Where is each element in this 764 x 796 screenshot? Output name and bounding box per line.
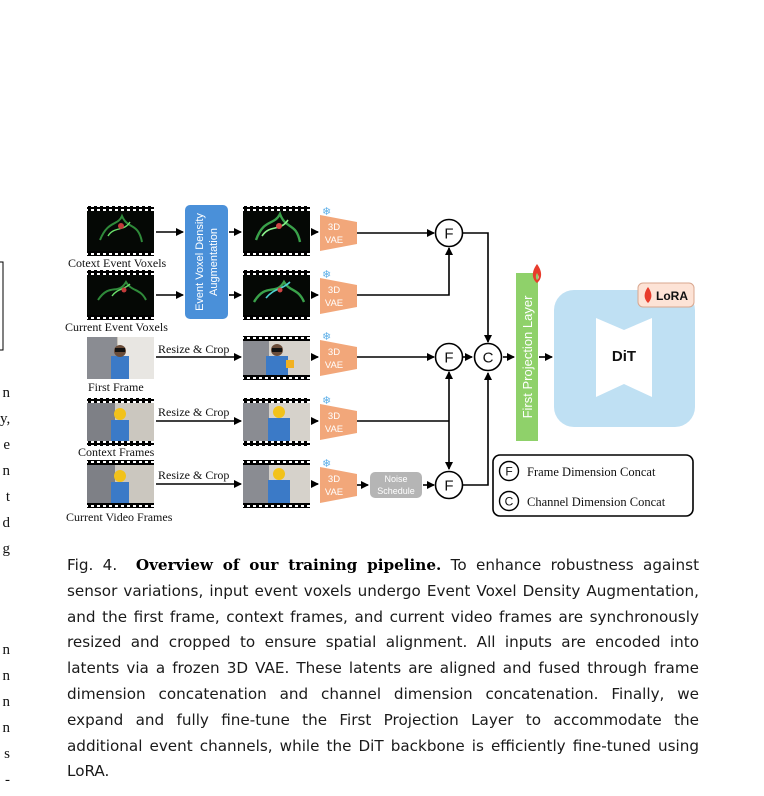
augmentation-label-line1: Event Voxel Density	[194, 213, 206, 311]
fragment: g	[2, 541, 11, 557]
frozen-snowflake-icon: ❄	[322, 394, 331, 407]
vae-block-2: 3D VAE ❄	[320, 268, 357, 314]
augmented-current-event-thumbnail	[243, 270, 310, 320]
first-frame-thumbnail	[87, 337, 154, 379]
svg-text:F: F	[444, 478, 453, 495]
frame-concat-node-3: F	[434, 470, 464, 500]
svg-text:VAE: VAE	[325, 235, 343, 246]
svg-text:VAE: VAE	[325, 487, 343, 498]
fragment: n	[2, 694, 11, 710]
svg-text:LoRA: LoRA	[656, 289, 688, 303]
dit-hourglass-shape	[596, 318, 652, 397]
trainable-flame-icon	[532, 264, 542, 283]
svg-text:F: F	[444, 350, 453, 367]
svg-text:F: F	[444, 226, 453, 243]
left-box-fragment	[0, 261, 4, 351]
arrow	[463, 232, 492, 343]
label-current-video-frames: Current Video Frames	[66, 510, 173, 524]
svg-text:VAE: VAE	[325, 360, 343, 371]
frozen-snowflake-icon: ❄	[322, 268, 331, 281]
svg-text:3D: 3D	[328, 411, 340, 422]
arrow	[463, 372, 492, 486]
vae-block-1: 3D VAE ❄	[320, 205, 357, 251]
current-video-frames-cropped-thumbnail	[243, 460, 310, 508]
caption-prefix: Fig. 4.	[67, 556, 118, 574]
dit-label: DiT	[612, 348, 636, 365]
legend-frame-concat: Frame Dimension Concat	[527, 465, 656, 479]
lora-badge: LoRA	[637, 282, 695, 308]
augmented-context-event-thumbnail	[243, 206, 310, 256]
resize-crop-label: Resize & Crop	[158, 342, 229, 356]
caption-body: To enhance robustness against sensor var…	[67, 556, 700, 781]
fragment: y,	[0, 411, 11, 427]
frozen-snowflake-icon: ❄	[322, 457, 331, 470]
caption-title: Overview of our training pipeline.	[135, 556, 442, 574]
vae-block-3: 3D VAE ❄	[320, 330, 357, 376]
svg-text:F: F	[505, 465, 512, 479]
svg-text:C: C	[505, 495, 514, 509]
svg-text:VAE: VAE	[325, 298, 343, 309]
fragment: n	[2, 668, 11, 684]
svg-text:3D: 3D	[328, 222, 340, 233]
arrow	[357, 247, 453, 296]
frozen-snowflake-icon: ❄	[322, 205, 331, 218]
projection-label: First Projection Layer	[520, 295, 535, 418]
resize-crop-label: Resize & Crop	[158, 405, 229, 419]
fragment: -	[5, 772, 10, 788]
fragment: t	[5, 489, 10, 505]
label-context-event-voxels: Cotext Event Voxels	[68, 256, 167, 270]
frame-concat-node-1: F	[434, 218, 464, 248]
legend-box: F Frame Dimension Concat C Channel Dimen…	[492, 454, 694, 517]
noise-schedule-block: Noise Schedule	[370, 472, 422, 498]
svg-text:Noise: Noise	[384, 474, 407, 484]
svg-text:VAE: VAE	[325, 424, 343, 435]
vae-block-4: 3D VAE ❄	[320, 394, 357, 440]
fragment: n	[2, 463, 11, 479]
trainable-flame-icon	[644, 287, 652, 303]
frame-concat-node-2: F	[434, 342, 464, 372]
fragment: n	[2, 642, 11, 658]
current-video-frames-thumbnail	[87, 460, 154, 508]
pipeline-figure: Cotext Event Voxels Current Event Voxels…	[0, 205, 695, 524]
label-current-event-voxels: Current Event Voxels	[65, 320, 168, 334]
fragment: n	[2, 385, 11, 401]
augmentation-label-line2: Augmentation	[208, 228, 220, 296]
vae-block-5: 3D VAE ❄	[320, 457, 357, 503]
svg-text:C: C	[483, 350, 494, 367]
context-event-voxels-thumbnail	[87, 206, 154, 256]
frozen-snowflake-icon: ❄	[322, 330, 331, 343]
figure-caption: Fig. 4. Overview of our training pipelin…	[67, 553, 699, 785]
svg-text:Schedule: Schedule	[377, 486, 415, 496]
fragment: e	[3, 437, 10, 453]
legend-channel-concat: Channel Dimension Concat	[527, 495, 666, 509]
context-frames-thumbnail	[87, 398, 154, 446]
resize-crop-label: Resize & Crop	[158, 468, 229, 482]
first-frame-cropped-thumbnail	[243, 336, 310, 380]
augmentation-block	[185, 205, 228, 319]
context-frames-cropped-thumbnail	[243, 398, 310, 446]
fragment: d	[2, 515, 11, 531]
channel-concat-node: C	[473, 342, 503, 372]
svg-text:3D: 3D	[328, 474, 340, 485]
svg-text:3D: 3D	[328, 347, 340, 358]
fragment: n	[2, 720, 11, 736]
svg-text:3D: 3D	[328, 285, 340, 296]
label-context-frames: Context Frames	[78, 445, 155, 459]
current-event-voxels-thumbnail	[87, 270, 154, 320]
label-first-frame: First Frame	[88, 380, 144, 394]
first-projection-layer	[516, 273, 538, 441]
fragment: s	[4, 746, 10, 762]
